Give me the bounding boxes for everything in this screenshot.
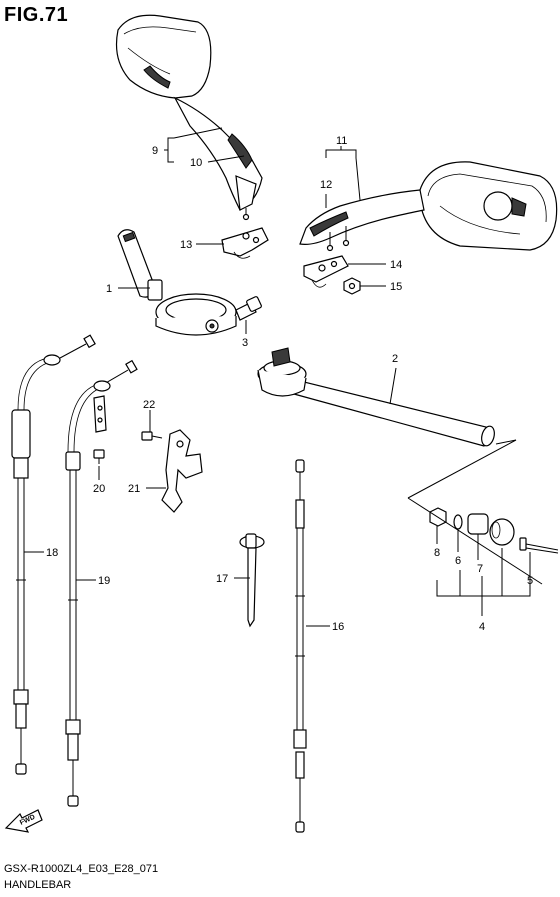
callout-5: 5: [527, 575, 533, 587]
bracket-14-drawing: [303, 255, 349, 288]
section-name: HANDLEBAR: [4, 879, 72, 891]
callout-2: 2: [392, 353, 398, 365]
right-mirror-drawing: [299, 161, 558, 252]
bar-end-assembly-drawing: [429, 507, 559, 554]
bracket-13-drawing: [221, 227, 269, 259]
callout-7: 7: [477, 563, 483, 575]
model-code: GSX-R1000ZL4_E03_E28_071: [4, 863, 159, 875]
throttle-cable-18-drawing: [11, 334, 96, 775]
callout-15: 15: [390, 281, 402, 293]
callout-19: 19: [98, 575, 110, 587]
callout-18: 18: [46, 547, 58, 559]
left-mirror-drawing: [115, 14, 263, 221]
callout-22: 22: [143, 399, 155, 411]
callout-13: 13: [180, 239, 192, 251]
nut-15-drawing: [343, 277, 361, 295]
clamp-21-drawing: [161, 429, 203, 513]
screw-22-drawing: [141, 431, 163, 441]
callout-8: 8: [434, 547, 440, 559]
callout-11: 11: [336, 135, 347, 147]
callout-labels: 9 10 11 12 13 14 15 1 3 2 22 20 21 18 19…: [46, 135, 533, 633]
cable-16-drawing: [293, 459, 307, 833]
right-handlebar-drawing: [257, 347, 495, 447]
callout-4: 4: [479, 621, 485, 633]
callout-17: 17: [216, 573, 228, 585]
callout-16: 16: [332, 621, 344, 633]
bolt-3-drawing: [235, 296, 262, 321]
callout-6: 6: [455, 555, 461, 567]
figure-title: FIG.71: [4, 4, 69, 26]
cable-tie-17-drawing: [239, 533, 265, 628]
callout-9: 9: [152, 145, 158, 157]
left-handlebar-drawing: [117, 229, 237, 336]
callout-10: 10: [190, 157, 202, 169]
callout-3: 3: [242, 337, 248, 349]
throttle-cable-19-drawing: [65, 359, 138, 807]
callout-12: 12: [320, 179, 332, 191]
callout-20: 20: [93, 483, 105, 495]
screw-20-drawing: [93, 449, 105, 464]
leader-lines: [24, 127, 543, 627]
fwd-arrow: FWD: [4, 809, 43, 833]
callout-14: 14: [390, 259, 402, 271]
callout-21: 21: [128, 483, 140, 495]
callout-1: 1: [106, 283, 112, 295]
